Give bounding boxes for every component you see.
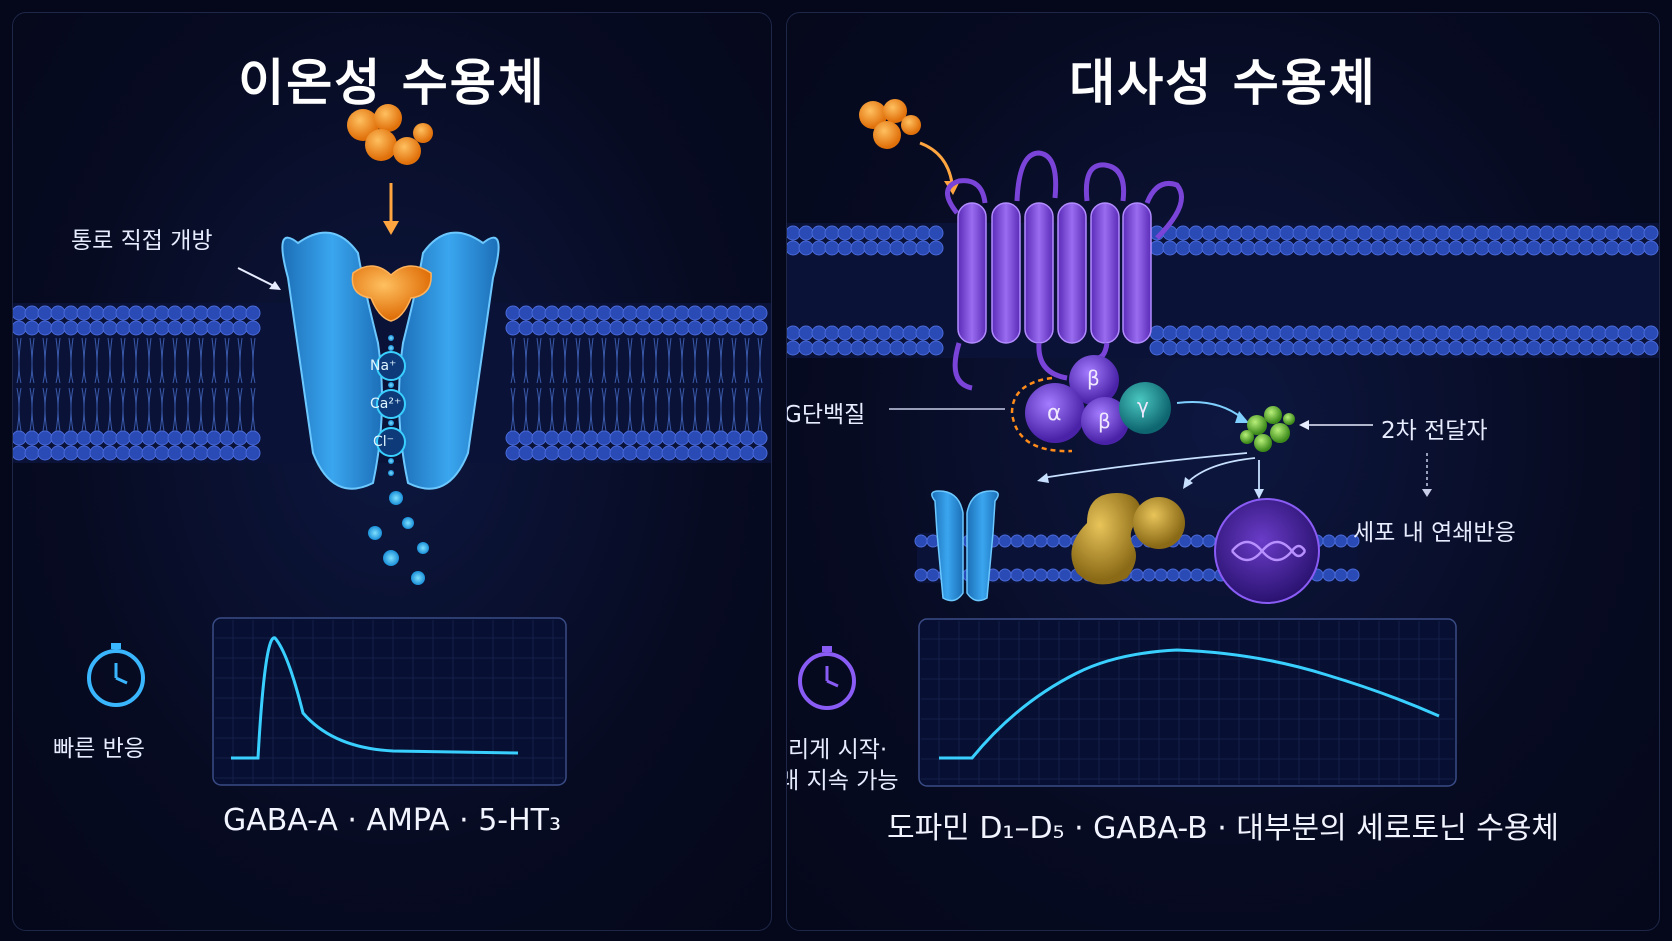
gpcr-receptor: [945, 150, 1184, 391]
nucleus: [1214, 498, 1320, 604]
subunit-alpha-label: α: [1047, 401, 1062, 426]
metabotropic-examples: 도파민 D₁–D₅ · GABA-B · 대부분의 세로토닌 수용체: [886, 811, 1560, 846]
ionotropic-examples: GABA-A · AMPA · 5-HT₃: [222, 803, 562, 838]
second-messenger: [1240, 406, 1295, 452]
stopwatch-icon: [87, 643, 145, 707]
subunit-beta-top: β: [1087, 366, 1100, 390]
ion-flow: [368, 335, 429, 585]
slow-response-graph: [918, 618, 1457, 787]
fast-response-graph: [212, 617, 567, 786]
second-messenger-label: 2차 전달자: [1381, 418, 1488, 444]
ionotropic-title: 이온성 수용체: [238, 54, 546, 112]
ligand-molecule: [347, 104, 433, 165]
ion-label-sodium: Na⁺: [370, 358, 397, 374]
metabotropic-diagram: [787, 99, 1659, 787]
slow-response-curve: [939, 648, 1440, 760]
cascade-label: 세포 내 연쇄반응: [1353, 520, 1516, 546]
membrane-bilayer-upper: [787, 223, 1659, 358]
ligand-molecule: [859, 99, 921, 149]
fast-response-label: 빠른 반응: [53, 736, 145, 762]
ionotropic-panel: 이온성 수용체: [12, 12, 772, 931]
bound-ligand: [351, 265, 432, 322]
fast-response-curve: [231, 636, 519, 760]
effector-ion-channel: [931, 490, 999, 602]
slow-response-label-line1: 느리게 시작·: [787, 737, 888, 763]
binding-arrow: [919, 141, 954, 184]
metabotropic-title: 대사성 수용체: [1069, 54, 1377, 112]
g-protein: [1010, 355, 1171, 453]
ion-channel: [281, 231, 500, 490]
stopwatch-icon: [798, 646, 856, 710]
ion-label-calcium: Ca²⁺: [370, 396, 402, 412]
metabotropic-panel: 대사성 수용체: [786, 12, 1660, 931]
ion-label-chloride: Cl⁻: [373, 434, 395, 450]
channel-open-label: 통로 직접 개방: [71, 228, 213, 254]
subunit-beta-label: β: [1098, 409, 1111, 433]
enzyme: [1071, 493, 1185, 585]
g-protein-label: G단백질: [786, 402, 866, 428]
slow-response-label-line2: 오래 지속 가능: [787, 768, 899, 794]
ionotropic-diagram: [13, 104, 771, 786]
subunit-gamma-label: γ: [1137, 394, 1149, 418]
